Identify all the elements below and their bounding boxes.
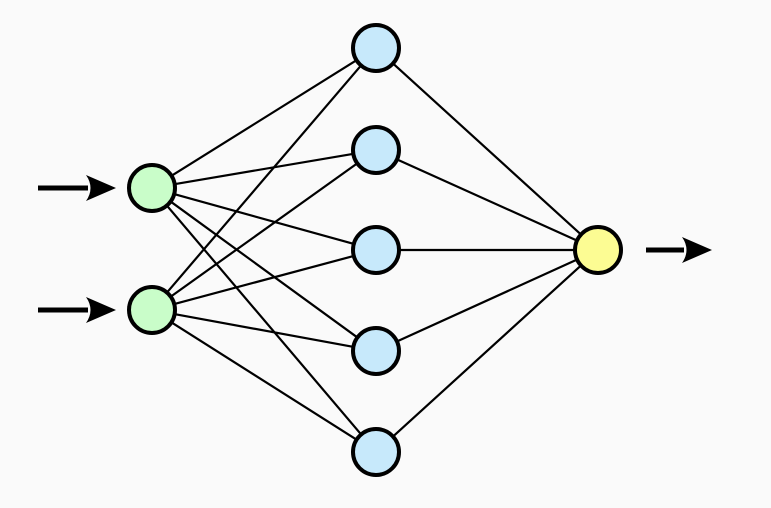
edge-i1-h4 [168, 199, 360, 340]
input-arrow-2-head [86, 297, 116, 323]
hidden-node-2[interactable] [351, 125, 401, 175]
edge-i2-h2 [168, 161, 360, 299]
input-node-1[interactable] [127, 163, 177, 213]
edge-i1-h3 [172, 192, 356, 246]
edge-h2-o1 [394, 157, 580, 243]
edge-i1-h2 [172, 152, 356, 186]
edge-i2-h3 [172, 254, 356, 306]
input-node-2[interactable] [127, 285, 177, 335]
hidden-node-3[interactable] [351, 225, 401, 275]
edges-group [165, 58, 583, 442]
output-node-1[interactable] [573, 225, 623, 275]
nodes-group [127, 23, 623, 477]
edge-i1-h5 [165, 203, 363, 437]
hidden-node-4[interactable] [351, 326, 401, 376]
edge-h5-o1 [391, 263, 583, 439]
edge-i2-h5 [169, 320, 359, 442]
edge-i2-h1 [165, 63, 363, 295]
edge-h1-o1 [391, 61, 583, 237]
io-arrows-group [38, 175, 712, 323]
edge-i1-h1 [169, 58, 359, 178]
hidden-node-1[interactable] [351, 23, 401, 73]
edge-i2-h4 [172, 312, 356, 349]
output-arrow-1 [646, 237, 712, 263]
input-arrow-1-head [86, 175, 116, 201]
edge-h4-o1 [394, 258, 580, 343]
output-arrow-1-head [682, 237, 712, 263]
hidden-node-5[interactable] [351, 427, 401, 477]
input-arrow-1 [38, 175, 116, 201]
input-arrow-2 [38, 297, 116, 323]
